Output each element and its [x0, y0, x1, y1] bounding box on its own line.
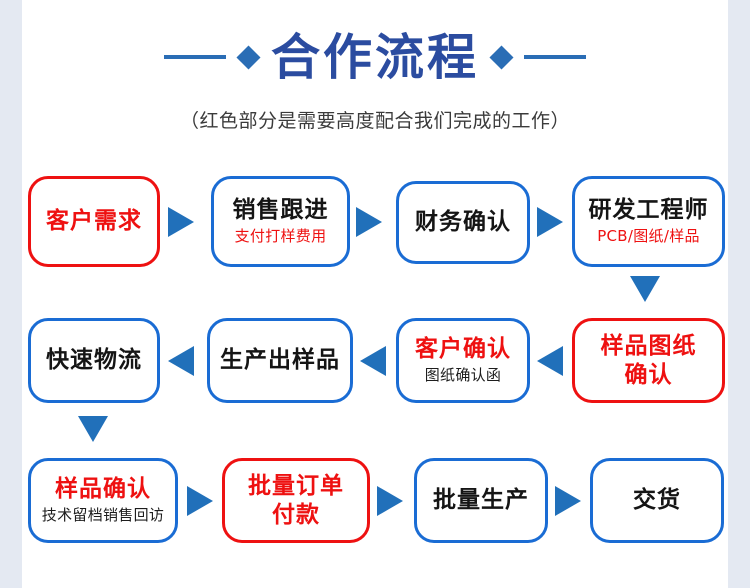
flow-box-finance-confirm[interactable]: 财务确认 [396, 181, 530, 264]
flow-box-subtitle: 支付打样费用 [234, 227, 327, 246]
right-rule-line [524, 55, 586, 59]
flow-box-title: 交货 [633, 486, 681, 513]
flow-box-title: 生产出样品 [220, 346, 340, 373]
flow-box-subtitle: PCB/图纸/样品 [597, 227, 700, 246]
arrow-down-icon [78, 416, 108, 442]
flow-box-mass-production[interactable]: 批量生产 [414, 458, 548, 543]
arrow-right-icon [555, 486, 581, 516]
flow-box-title: 客户需求 [46, 207, 142, 234]
arrow-down-icon [630, 276, 660, 302]
flow-box-customer-requirement[interactable]: 客户需求 [28, 176, 160, 267]
arrow-left-icon [168, 346, 194, 376]
title-row: 合作流程 [0, 22, 750, 92]
left-diamond-icon [236, 44, 261, 70]
arrow-left-icon [537, 346, 563, 376]
flow-box-subtitle: 技术留档销售回访 [41, 506, 165, 525]
arrow-right-icon [168, 207, 194, 237]
flow-box-title: 研发工程师 [588, 196, 709, 223]
flow-box-sales-follow-up[interactable]: 销售跟进 支付打样费用 [211, 176, 350, 267]
right-gutter [728, 0, 750, 588]
arrow-left-icon [360, 346, 386, 376]
left-rule-line [163, 55, 226, 59]
left-gutter [0, 0, 22, 588]
flow-box-fast-logistics[interactable]: 快速物流 [28, 318, 160, 403]
flow-box-delivery[interactable]: 交货 [590, 458, 724, 543]
flow-box-subtitle: 图纸确认函 [424, 366, 502, 385]
arrow-right-icon [537, 207, 563, 237]
right-diamond-icon [489, 44, 514, 70]
flow-box-sample-approval[interactable]: 样品确认 技术留档销售回访 [28, 458, 178, 543]
page-subtitle: （红色部分是需要高度配合我们完成的工作） [179, 110, 570, 132]
flow-box-title: 样品确认 [55, 475, 151, 502]
flow-box-title: 销售跟进 [232, 196, 329, 223]
flow-box-customer-confirm[interactable]: 客户确认 图纸确认函 [396, 318, 530, 403]
flow-box-rd-engineer[interactable]: 研发工程师 PCB/图纸/样品 [572, 176, 725, 267]
flow-box-sample-drawing-confirm[interactable]: 样品图纸确认 [572, 318, 725, 403]
flow-box-title: 快速物流 [46, 346, 142, 373]
flow-box-bulk-order-payment[interactable]: 批量订单付款 [222, 458, 370, 543]
header: 合作流程 （红色部分是需要高度配合我们完成的工作） [0, 22, 750, 133]
arrow-right-icon [187, 486, 213, 516]
arrow-right-icon [356, 207, 382, 237]
flow-box-title: 财务确认 [415, 208, 511, 235]
arrow-right-icon [377, 486, 403, 516]
flow-box-produce-sample[interactable]: 生产出样品 [207, 318, 353, 403]
page-title: 合作流程 [270, 28, 479, 86]
flow-box-title: 样品图纸确认 [600, 333, 697, 388]
flow-box-title: 批量生产 [433, 486, 529, 513]
flow-box-title: 批量订单付款 [248, 473, 344, 528]
flow-box-title: 客户确认 [415, 335, 511, 362]
